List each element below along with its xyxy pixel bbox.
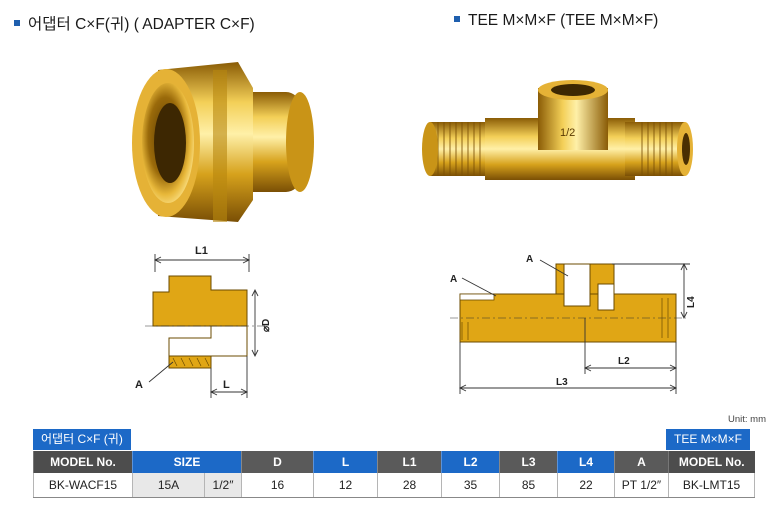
cell-model-left: BK-WACF15 [33,473,133,498]
cell-l4: 22 [557,473,615,498]
cell-model-right: BK-LMT15 [668,473,755,498]
l1-label: L1 [195,245,208,257]
cell-l2: 35 [441,473,500,498]
right-product-title: TEE M×M×F (TEE M×M×F) [468,12,659,29]
header-l2: L2 [441,451,500,473]
cell-l: 12 [313,473,378,498]
adapter-photo [132,62,314,222]
tee-a-label-left: A [450,274,457,285]
header-size: SIZE [132,451,242,473]
l-label: L [223,379,230,391]
l4-label: L4 [686,296,697,308]
bullet-icon [454,15,460,22]
table-header-row: MODEL No. SIZE D L L1 L2 L3 L4 A MODEL N… [33,451,755,473]
adapter-drawing: L1 ⌀D A L [135,245,272,398]
table-row: BK-WACF15 15A 1/2″ 16 12 28 35 85 22 PT … [33,473,755,498]
d-label: ⌀D [261,319,272,332]
header-l4: L4 [557,451,615,473]
cell-size-inch: 1/2″ [204,473,242,498]
cell-l3: 85 [499,473,558,498]
header-l1: L1 [377,451,442,473]
right-product-heading: TEE M×M×F (TEE M×M×F) [454,12,658,30]
left-table-badge: 어댑터 C×F (귀) [33,429,131,450]
header-a: A [614,451,669,473]
right-table-badge: TEE M×M×F [665,429,750,450]
tee-marking-text: 1/2 [560,127,575,139]
tee-a-label-top: A [526,254,533,265]
cell-d: 16 [241,473,314,498]
bullet-icon [14,19,20,26]
cell-size-a: 15A [132,473,205,498]
unit-note: Unit: mm [728,414,766,425]
header-model-left: MODEL No. [33,451,133,473]
l3-label: L3 [556,377,568,388]
spec-table: MODEL No. SIZE D L L1 L2 L3 L4 A MODEL N… [33,451,755,498]
header-l: L [313,451,378,473]
cell-l1: 28 [377,473,442,498]
cell-a: PT 1/2″ [614,473,669,498]
tee-drawing: A A L4 L2 L3 [450,254,697,394]
header-model-right: MODEL No. [668,451,755,473]
header-l3: L3 [499,451,558,473]
header-d: D [241,451,314,473]
left-product-title: 어댑터 C×F(귀) ( ADAPTER C×F) [28,16,255,33]
tee-photo: 1/2 [422,80,693,180]
a-label: A [135,379,143,391]
left-product-heading: 어댑터 C×F(귀) ( ADAPTER C×F) [14,12,255,34]
l2-label: L2 [618,356,630,367]
